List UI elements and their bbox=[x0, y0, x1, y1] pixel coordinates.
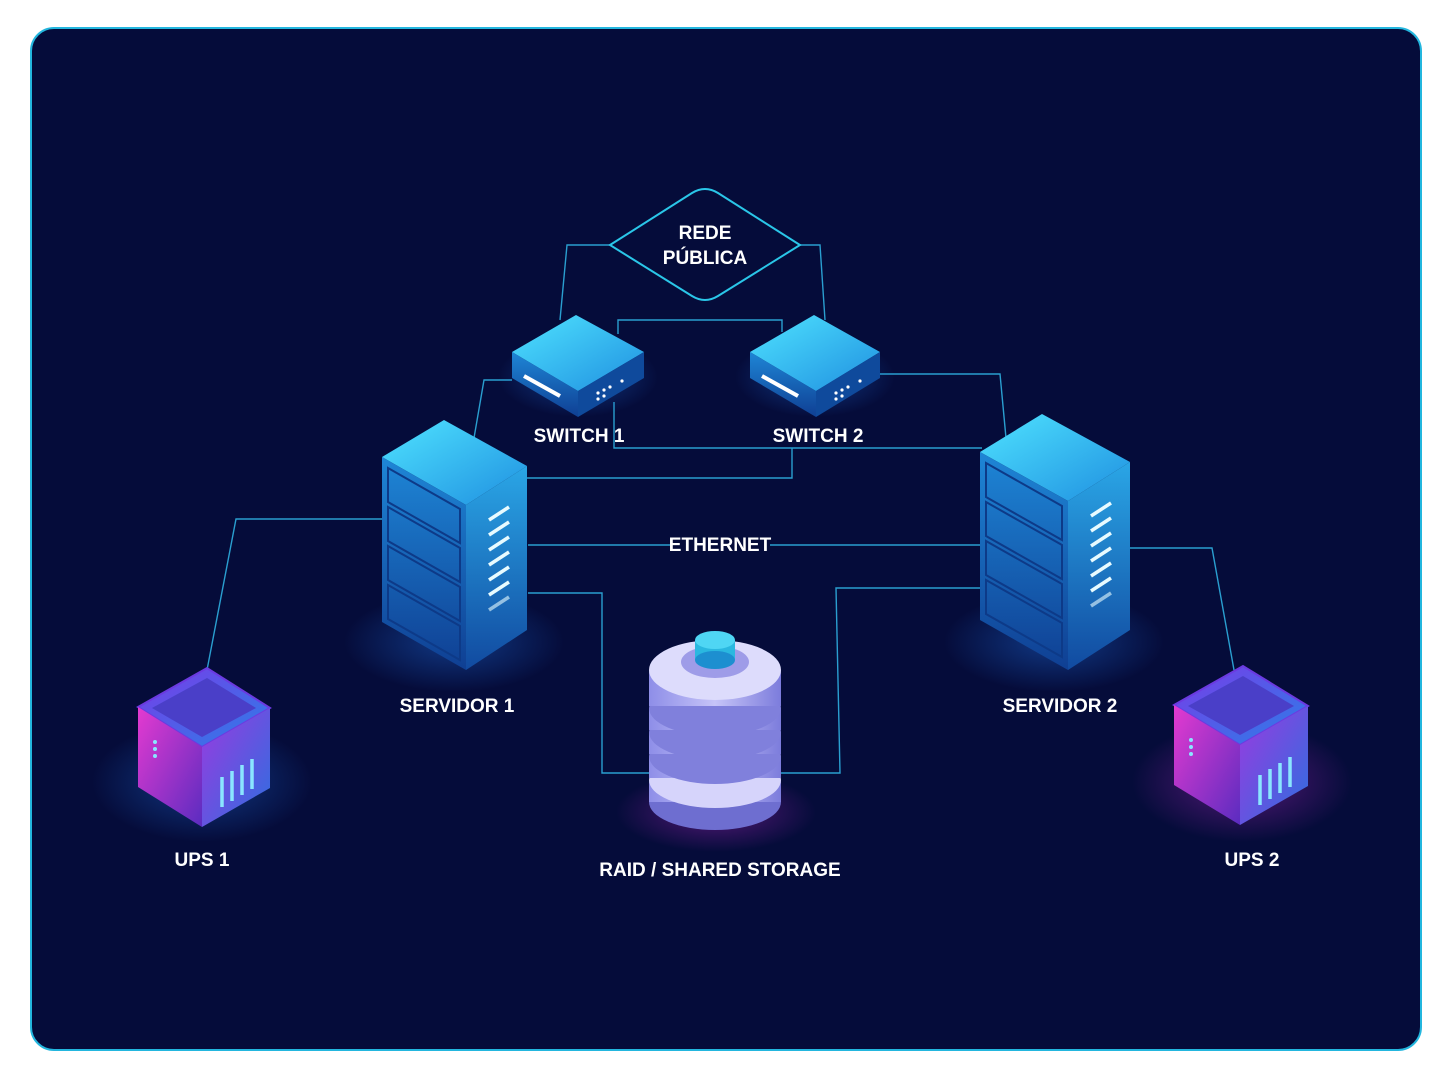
wire-switch1-public bbox=[559, 244, 610, 321]
diagram-panel: REDE PÚBLICA SWITCH 1 SWITCH 2 bbox=[30, 27, 1422, 1051]
wire-switch2-server1 bbox=[527, 448, 793, 479]
public-network-label-line2: PÚBLICA bbox=[663, 247, 748, 269]
wire-server2-storage bbox=[780, 587, 980, 774]
switch-1-label: SWITCH 1 bbox=[534, 426, 625, 447]
wire-server2-ups2 bbox=[1130, 547, 1235, 671]
network-diagram: REDE PÚBLICA SWITCH 1 SWITCH 2 bbox=[92, 188, 1352, 881]
server-2 bbox=[944, 414, 1164, 692]
storage-label: RAID / SHARED STORAGE bbox=[599, 860, 840, 881]
ethernet-link-label: ETHERNET bbox=[669, 535, 772, 556]
ups-1-label: UPS 1 bbox=[175, 850, 230, 871]
wire-switch1-switch2 bbox=[617, 319, 783, 334]
server-1-label: SERVIDOR 1 bbox=[400, 696, 515, 717]
wire-switch1-server2 bbox=[613, 402, 982, 449]
ups-2 bbox=[1132, 664, 1352, 842]
wire-switch2-public bbox=[800, 244, 826, 321]
wire-server1-storage bbox=[528, 592, 650, 774]
public-network-label-line1: REDE bbox=[679, 223, 732, 244]
wire-switch2-server2 bbox=[880, 373, 1007, 439]
shared-storage bbox=[616, 631, 816, 852]
switch-1 bbox=[498, 315, 658, 417]
ups-2-label: UPS 2 bbox=[1225, 850, 1280, 871]
switch-2 bbox=[735, 315, 895, 417]
switch-2-label: SWITCH 2 bbox=[773, 426, 864, 447]
public-network-node: REDE PÚBLICA bbox=[608, 188, 802, 301]
connection-wires bbox=[206, 244, 1235, 774]
server-2-label: SERVIDOR 2 bbox=[1003, 696, 1118, 717]
wire-server1-ups1 bbox=[206, 518, 382, 671]
ups-1 bbox=[92, 666, 312, 842]
storage-disk-stack bbox=[649, 631, 781, 830]
public-network-diamond bbox=[608, 188, 802, 301]
server-1 bbox=[344, 420, 564, 692]
